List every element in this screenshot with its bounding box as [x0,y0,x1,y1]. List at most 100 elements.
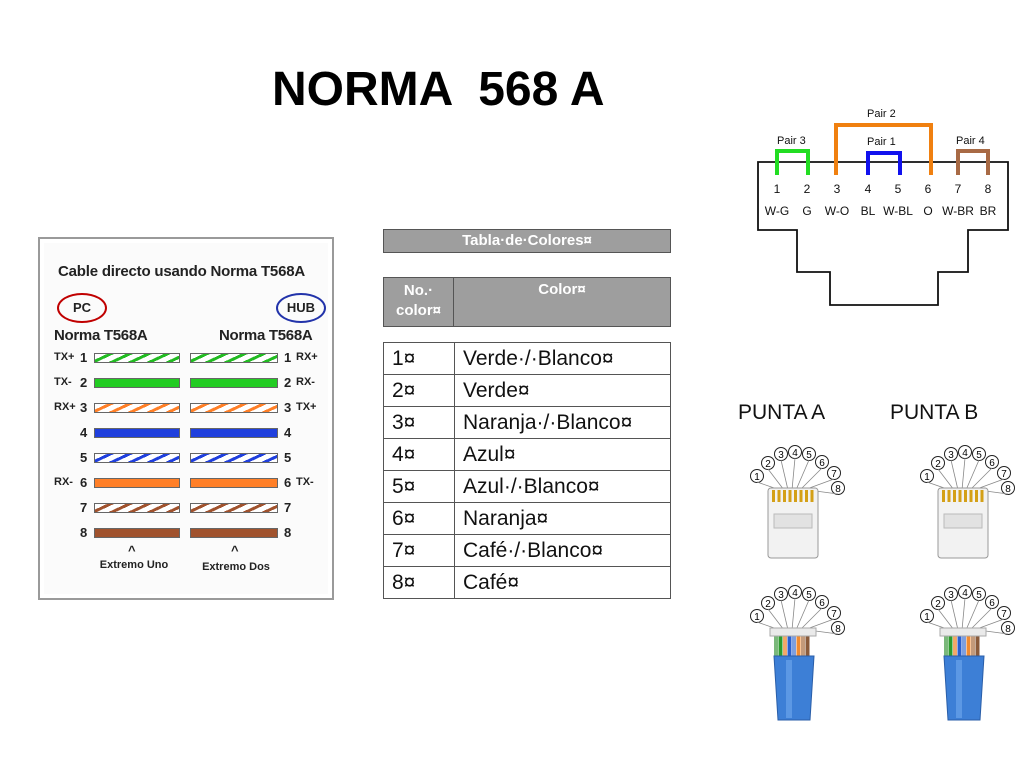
gold-contact [969,490,973,502]
wire-number: 3 [778,590,784,601]
leader-line [795,599,810,631]
wire-strand [944,630,948,660]
wire-number: 1 [754,472,760,483]
cable-highlight [786,660,792,718]
leader-line [780,459,789,491]
pin-number: 4 [864,182,872,196]
cable-diagram-heading: Cable directo usando Norma T568A [58,263,305,280]
gold-contact [942,490,945,502]
pin-code: BL [860,204,876,218]
left-wire [94,428,180,438]
gold-contact [799,490,803,502]
gold-contact [772,490,775,502]
right-pin-number: 5 [284,450,292,465]
wire-number-circle [1001,621,1015,635]
blue-cable-jacket [943,655,985,721]
wire-number: 2 [765,599,771,610]
table-row: 6¤Naranja¤ [383,502,671,535]
pin-code: W-BR [942,204,974,218]
wire-strand [805,630,810,660]
leader-line [969,607,993,631]
right-wire [190,453,278,463]
right-end-label: Extremo Dos [202,561,270,573]
leader-line [795,459,810,491]
pin-number: 6 [924,182,932,196]
wire-number: 5 [976,450,982,461]
left-signal-label: RX- [54,476,73,488]
pair3-bracket [775,149,810,175]
table-row: 7¤Café·/·Blanco¤ [383,534,671,567]
gold-contact [975,490,978,502]
plug-latch [773,513,813,529]
wire-number: 6 [989,598,995,609]
wire-strand [966,630,971,660]
cable-highlight [956,660,962,718]
right-wire [190,478,278,488]
pin-code: W-G [764,204,790,218]
gold-contact [805,490,808,502]
pin-code: G [802,204,812,218]
wire-number-circle [750,469,764,483]
plug-latch [943,513,983,529]
pair1-label: Pair 1 [867,136,896,148]
left-wire [94,453,180,463]
left-wire [94,353,180,363]
leader-line [961,457,966,491]
left-pin-number: 2 [80,375,88,390]
cable-diagram-panel: Cable directo usando Norma T568A PC HUB … [44,243,328,594]
left-wire [94,403,180,413]
wire-number: 7 [831,609,837,620]
right-pin-number: 1 [284,350,292,365]
wire-number: 1 [754,612,760,623]
right-signal-label: TX+ [296,401,317,413]
table-row: 8¤Café¤ [383,566,671,599]
row-no: 2¤ [383,374,455,407]
wire-number: 8 [835,624,841,635]
pc-label: PC [57,293,107,323]
row-color: Café¤ [454,566,671,599]
right-signal-label: RX+ [296,351,318,363]
wire-strand [971,630,975,660]
row-no: 8¤ [383,566,455,599]
wire-number: 7 [831,469,837,480]
pin-number: 2 [803,182,811,196]
wire-number-circle [831,621,845,635]
leader-line [969,467,993,491]
wire-number-circle [827,466,841,480]
pin-number: 1 [773,182,781,196]
left-pin-number: 4 [80,425,88,440]
left-pin-number: 3 [80,400,88,415]
pin-code: BR [979,204,997,218]
wire-number: 6 [989,458,995,469]
color-table-title: Tabla·de·Colores¤ [383,229,671,253]
wire-number: 1 [924,612,930,623]
right-wire [190,528,278,538]
gold-contact [777,490,781,502]
wire-strand [783,630,787,660]
right-pin-number: 2 [284,375,292,390]
gold-contact [964,490,967,502]
wire-strand [975,630,980,660]
leader-line [799,467,823,491]
wire-number-circle [1001,481,1015,495]
left-wire [94,503,180,513]
wire-number: 2 [765,459,771,470]
left-pin-number: 8 [80,525,88,540]
pair4-label: Pair 4 [956,135,985,147]
pair4-bracket [956,149,990,175]
wire-number: 8 [1005,624,1011,635]
pin-code: W-O [824,204,850,218]
table-row: 1¤Verde·/·Blanco¤ [383,342,671,375]
leader-line [965,599,980,631]
wire-number: 4 [792,448,798,459]
punta-b-label: PUNTA B [890,401,979,424]
pair3-label: Pair 3 [777,135,806,147]
left-signal-label: TX- [54,376,72,388]
punta-a-label: PUNTA A [738,401,826,424]
gold-contact [958,490,962,502]
right-pin-number: 6 [284,475,292,490]
pin-code: O [923,204,933,218]
left-norma-label: Norma T568A [54,327,148,344]
